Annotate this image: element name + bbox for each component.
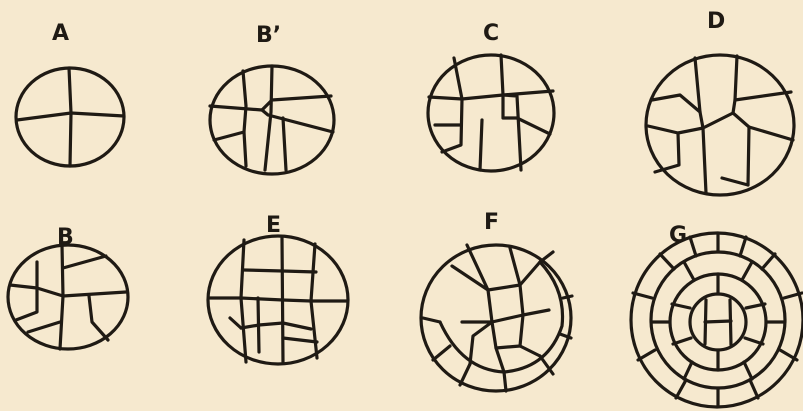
cell-e (208, 236, 348, 364)
panel-d: D (646, 9, 794, 195)
panel-e: E (208, 213, 348, 364)
cell-f (421, 245, 572, 391)
panel-a: A (16, 21, 124, 166)
cell-d (646, 55, 794, 195)
panel-label-e: E (266, 213, 281, 238)
cell-g (631, 233, 803, 407)
cell-c (428, 55, 554, 171)
panel-b: B (8, 225, 128, 349)
panel-b-prime: B’ (210, 23, 334, 174)
panel-label-d: D (707, 9, 725, 34)
panel-label-b-prime: B’ (256, 23, 281, 48)
panel-label-f: F (484, 210, 499, 235)
panel-c: C (428, 21, 554, 171)
panel-label-c: C (483, 21, 499, 46)
panel-g: G (631, 223, 803, 407)
panel-f: F (421, 210, 572, 391)
cell-a (16, 68, 124, 166)
panel-label-a: A (52, 21, 69, 46)
cell-b (8, 245, 128, 349)
cell-b-prime (210, 66, 334, 174)
